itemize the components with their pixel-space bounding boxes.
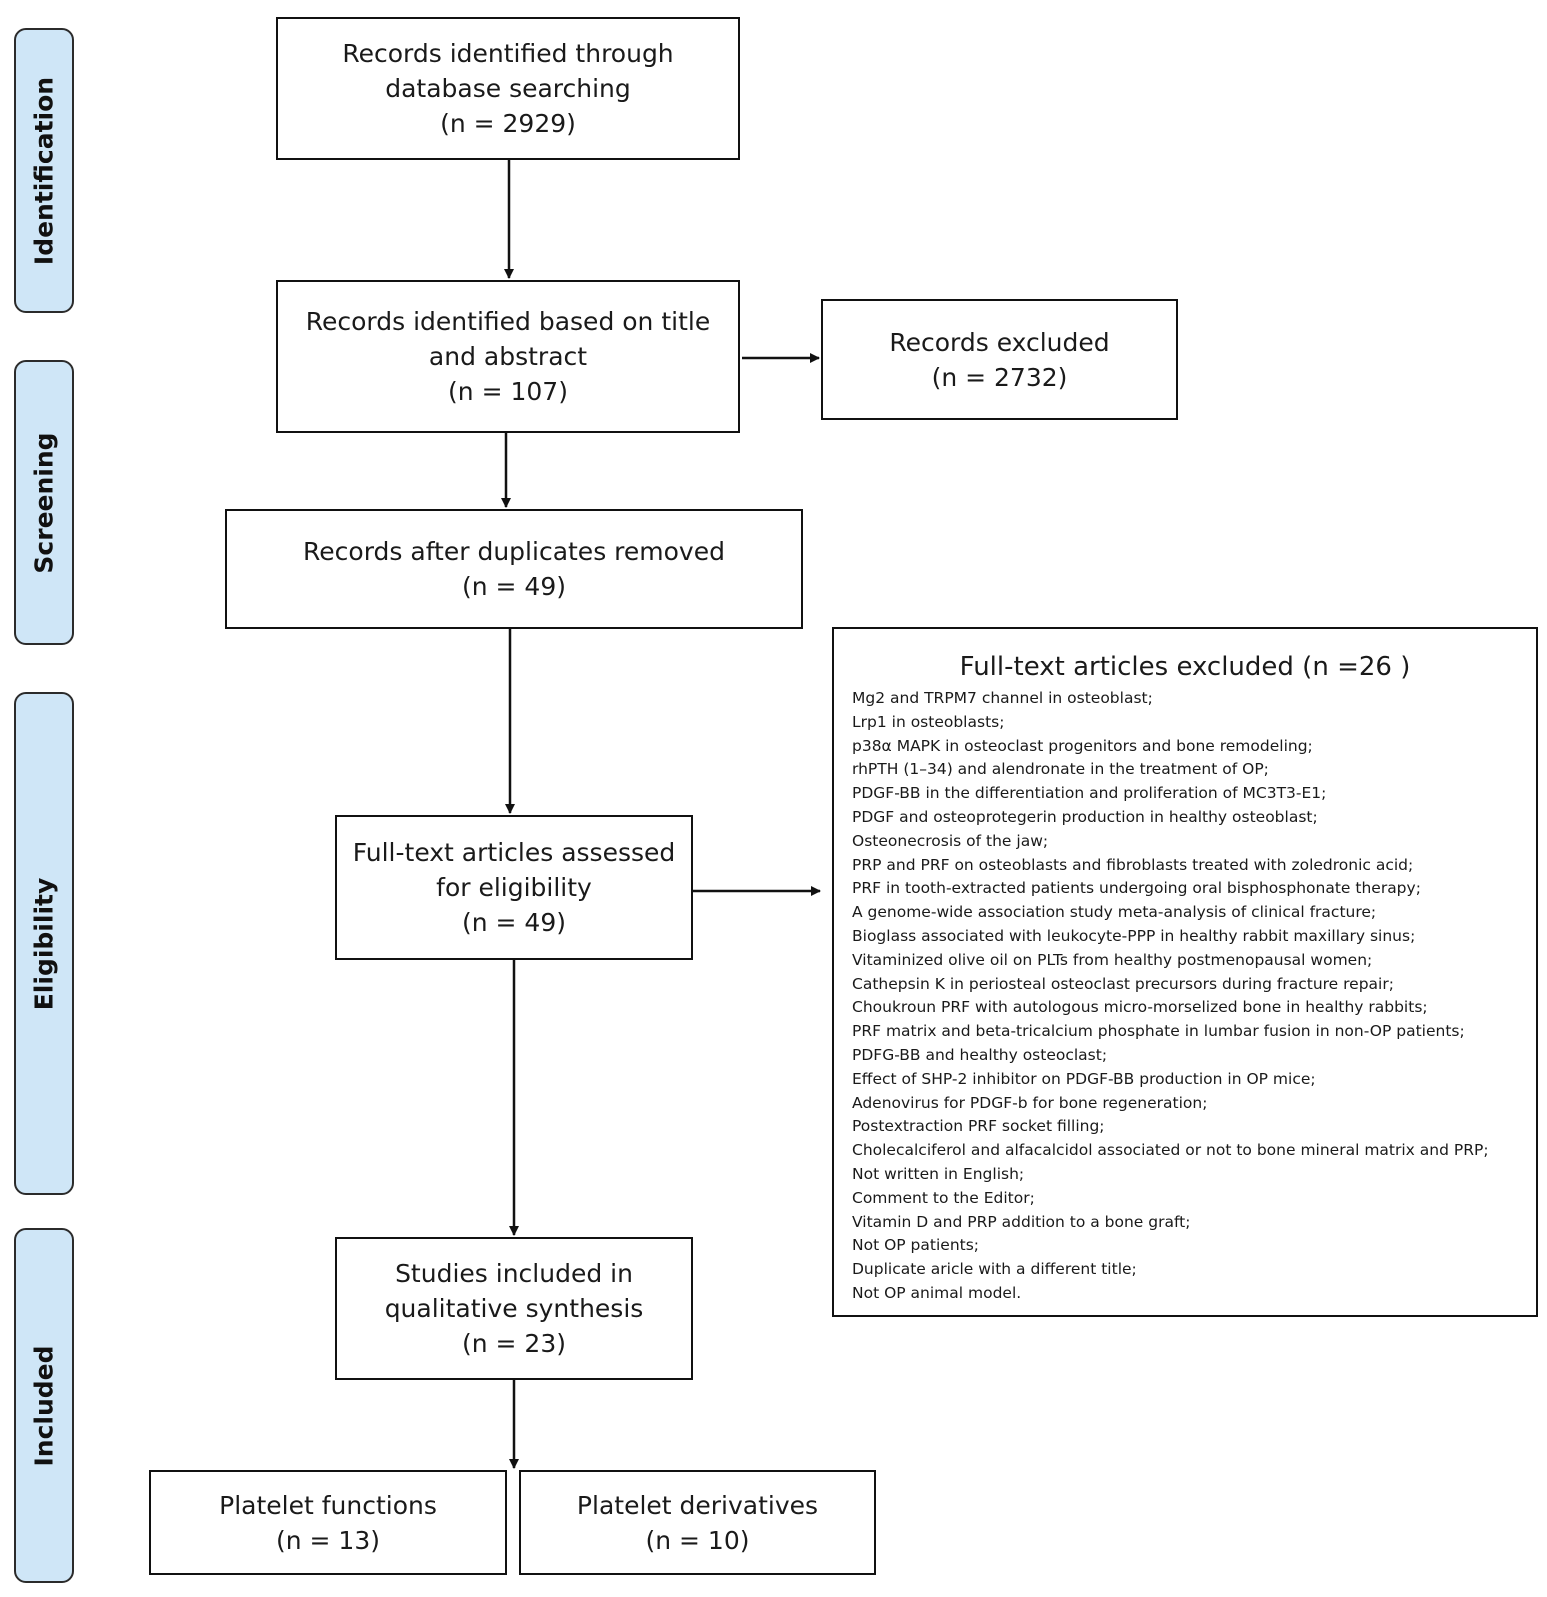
fulltext-excluded-list: Mg2 and TRPM7 channel in osteoblast; Lrp1… — [852, 687, 1489, 1306]
platelet-functions-text: Platelet functions — [219, 1490, 437, 1520]
exclusion-reason-item: Postextraction PRF socket filling; — [852, 1117, 1105, 1136]
after-duplicates-text: Records after duplicates removed — [303, 537, 725, 566]
exclusion-reason-item: Choukroun PRF with autologous micro-mors… — [852, 998, 1428, 1017]
identified-count: (n = 2929) — [440, 109, 576, 138]
title-abstract-count: (n = 107) — [448, 377, 568, 406]
exclusion-reason-item: Comment to the Editor; — [852, 1188, 1035, 1207]
records-excluded-box: Records excluded (n = 2732) — [821, 299, 1178, 420]
included-text-2: qualitative synthesis — [384, 1294, 644, 1323]
records-excluded-count: (n = 2732) — [931, 362, 1068, 392]
included-count: (n = 23) — [461, 1329, 566, 1358]
fulltext-assessed-text-2: for eligibility — [436, 873, 592, 902]
after-duplicates-count: (n = 49) — [461, 572, 566, 601]
title-abstract-text-1: Records identified based on title — [305, 307, 711, 336]
exclusion-reason-item: rhPTH (1–34) and alendronate in the trea… — [852, 760, 1269, 779]
exclusion-reason-item: PRP and PRF on osteoblasts and fibroblas… — [852, 855, 1414, 874]
exclusion-reason-item: Effect of SHP-2 inhibitor on PDGF-BB pro… — [852, 1069, 1316, 1088]
identified-text-2: database searching — [385, 74, 631, 103]
exclusion-reason-item: Adenovirus for PDGF-b for bone regenerat… — [852, 1093, 1208, 1112]
exclusion-reason-item: Duplicate aricle with a different title; — [852, 1260, 1137, 1279]
title-abstract-box: Records identified based on title and ab… — [276, 280, 740, 433]
phase-screening: Screening — [14, 360, 74, 645]
exclusion-reason-item: PDGF and osteoprotegerin production in h… — [852, 807, 1318, 826]
records-excluded-text: Records excluded — [889, 327, 1110, 357]
exclusion-reason-item: PRF in tooth-extracted patients undergoi… — [852, 879, 1421, 898]
after-duplicates-box: Records after duplicates removed (n = 49… — [225, 509, 803, 629]
exclusion-reason-item: Mg2 and TRPM7 channel in osteoblast; — [852, 689, 1153, 707]
platelet-derivatives-box: Platelet derivatives (n = 10) — [519, 1470, 876, 1575]
identified-box: Records identified through database sear… — [276, 17, 740, 160]
exclusion-reason-item: Lrp1 in osteoblasts; — [852, 712, 1005, 731]
fulltext-assessed-count: (n = 49) — [461, 908, 566, 937]
platelet-derivatives-text: Platelet derivatives — [576, 1490, 819, 1520]
exclusion-reason-item: Vitaminized olive oil on PLTs from healt… — [852, 950, 1373, 969]
included-box: Studies included in qualitative synthesi… — [335, 1237, 693, 1380]
exclusion-reason-item: p38α MAPK in osteoclast progenitors and … — [852, 736, 1313, 755]
exclusion-reason-item: Osteonecrosis of the jaw; — [852, 831, 1049, 850]
exclusion-reason-item: Not written in English; — [852, 1164, 1025, 1183]
phase-eligibility: Eligibility — [14, 692, 74, 1195]
exclusion-reason-item: A genome-wide association study meta-ana… — [852, 903, 1377, 922]
identified-text-1: Records identified through — [342, 39, 674, 68]
title-abstract-text-2: and abstract — [428, 342, 588, 371]
platelet-functions-box: Platelet functions (n = 13) — [149, 1470, 507, 1575]
fulltext-assessed-text-1: Full-text articles assessed — [352, 838, 676, 867]
exclusion-reason-item: Cathepsin K in periosteal osteoclast pre… — [852, 974, 1394, 993]
platelet-derivatives-count: (n = 10) — [645, 1525, 750, 1555]
exclusion-reason-item: PDGF-BB in the differentiation and proli… — [852, 784, 1327, 803]
exclusion-reason-item: Vitamin D and PRP addition to a bone gra… — [852, 1212, 1191, 1231]
fulltext-excluded-title: Full-text articles excluded (n =26 ) — [959, 652, 1411, 682]
phase-identification: Identification — [14, 28, 74, 313]
platelet-functions-count: (n = 13) — [275, 1525, 380, 1555]
fulltext-assessed-box: Full-text articles assessed for eligibil… — [335, 815, 693, 960]
exclusion-reason-item: Not OP patients; — [852, 1236, 980, 1255]
exclusion-reason-item: Cholecalciferol and alfacalcidol associa… — [852, 1141, 1489, 1160]
fulltext-excluded-box: Full-text articles excluded (n =26 ) Mg2… — [832, 627, 1538, 1317]
exclusion-reason-item: PRF matrix and beta-tricalcium phosphate… — [852, 1022, 1465, 1041]
included-text-1: Studies included in — [395, 1259, 633, 1288]
exclusion-reason-item: Not OP animal model. — [852, 1283, 1022, 1302]
exclusion-reason-item: PDFG-BB and healthy osteoclast; — [852, 1045, 1108, 1064]
exclusion-reason-item: Bioglass associated with leukocyte-PPP i… — [852, 926, 1416, 945]
phase-included: Included — [14, 1228, 74, 1583]
